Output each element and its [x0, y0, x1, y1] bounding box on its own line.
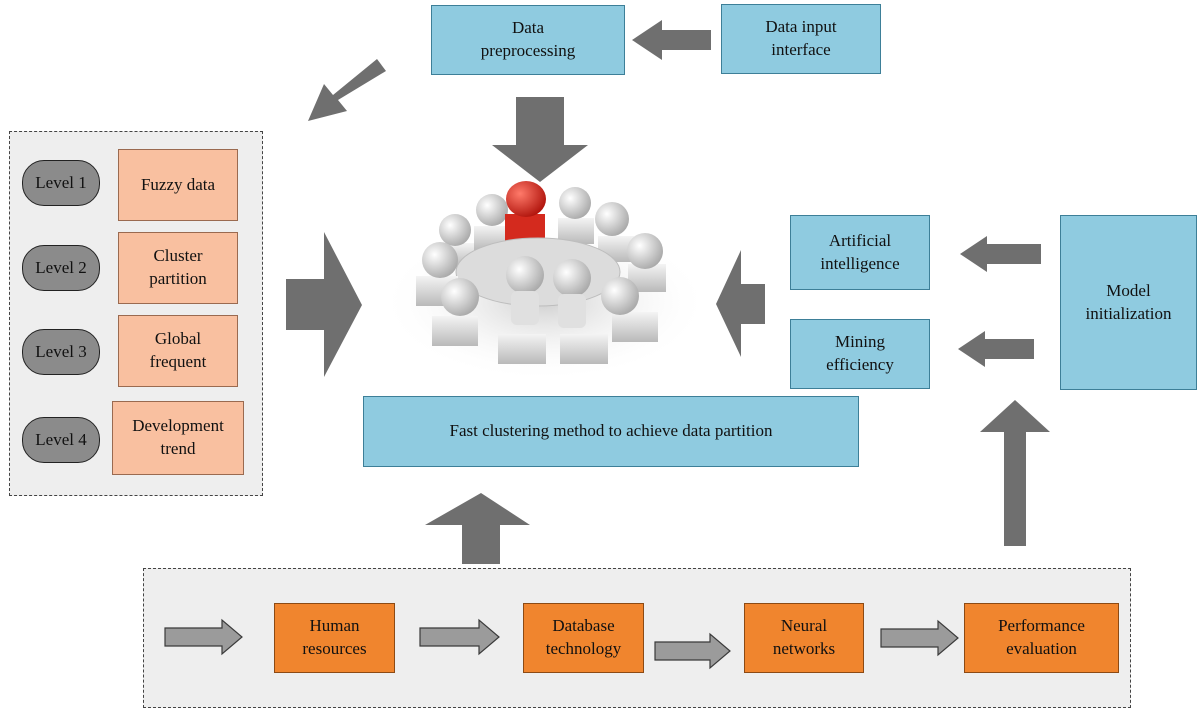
arrow-bottom-to-mining	[980, 400, 1050, 546]
arrow-preprocessing-to-center	[492, 97, 588, 182]
person-figure	[498, 256, 546, 364]
cluster-partition-box: Cluster partition	[118, 232, 238, 304]
data-preprocessing-box: Data preprocessing	[431, 5, 625, 75]
meeting-illustration	[380, 181, 710, 382]
flow-arrow-2	[419, 618, 500, 656]
mining-efficiency-label: Mining efficiency	[826, 332, 894, 374]
arrow-levels-to-center	[286, 232, 362, 377]
fuzzy-data-box: Fuzzy data	[118, 149, 238, 221]
flow-arrow-3	[654, 632, 731, 670]
data-input-interface-box: Data input interface	[721, 4, 881, 74]
data-preprocessing-label: Data preprocessing	[480, 18, 576, 60]
performance-evaluation-label: Performance evaluation	[998, 616, 1085, 658]
neural-networks-label: Neural networks	[772, 616, 836, 658]
level-1-label: Level 1	[35, 173, 87, 192]
human-resources-label: Human resources	[302, 616, 367, 658]
person-figure	[601, 277, 658, 342]
performance-evaluation-box: Performance evaluation	[964, 603, 1119, 673]
flow-arrow-4	[880, 619, 959, 657]
model-initialization-box: Model initialization	[1060, 215, 1197, 390]
level-2-pill: Level 2	[22, 245, 100, 291]
cluster-partition-label: Cluster partition	[149, 246, 207, 288]
person-figure	[553, 259, 608, 364]
level-4-label: Level 4	[35, 430, 87, 449]
arrow-bottom-to-clustering	[425, 493, 530, 564]
model-initialization-label: Model initialization	[1085, 280, 1172, 323]
neural-networks-box: Neural networks	[744, 603, 864, 673]
clustering-method-label: Fast clustering method to achieve data p…	[449, 421, 773, 441]
person-figure	[432, 278, 479, 346]
person-figure	[558, 187, 594, 244]
level-3-pill: Level 3	[22, 329, 100, 375]
arrow-right-to-center	[716, 250, 765, 357]
development-trend-box: Development trend	[112, 401, 244, 475]
artificial-intelligence-label: Artificial intelligence	[820, 230, 900, 273]
human-resources-box: Human resources	[274, 603, 395, 673]
global-frequent-label: Global frequent	[149, 329, 207, 371]
global-frequent-box: Global frequent	[118, 315, 238, 387]
development-trend-label: Development trend	[132, 416, 224, 458]
arrow-input-to-preprocessing	[632, 20, 711, 60]
clustering-method-box: Fast clustering method to achieve data p…	[363, 396, 859, 467]
arrow-model-to-mining	[958, 331, 1034, 367]
level-2-label: Level 2	[35, 258, 87, 277]
data-input-interface-label: Data input interface	[765, 17, 837, 59]
person-figure	[627, 233, 666, 292]
database-technology-label: Database technology	[545, 616, 622, 658]
level-1-pill: Level 1	[22, 160, 100, 206]
artificial-intelligence-box: Artificial intelligence	[790, 215, 930, 290]
flow-arrow-1	[164, 618, 243, 656]
arrow-preprocessing-to-levels	[308, 59, 386, 121]
fuzzy-data-label: Fuzzy data	[140, 174, 216, 194]
level-4-pill: Level 4	[22, 417, 100, 463]
flow-arrows	[164, 618, 959, 670]
level-3-label: Level 3	[35, 342, 87, 361]
database-technology-box: Database technology	[523, 603, 644, 673]
mining-efficiency-box: Mining efficiency	[790, 319, 930, 389]
arrow-model-to-ai	[960, 236, 1041, 272]
